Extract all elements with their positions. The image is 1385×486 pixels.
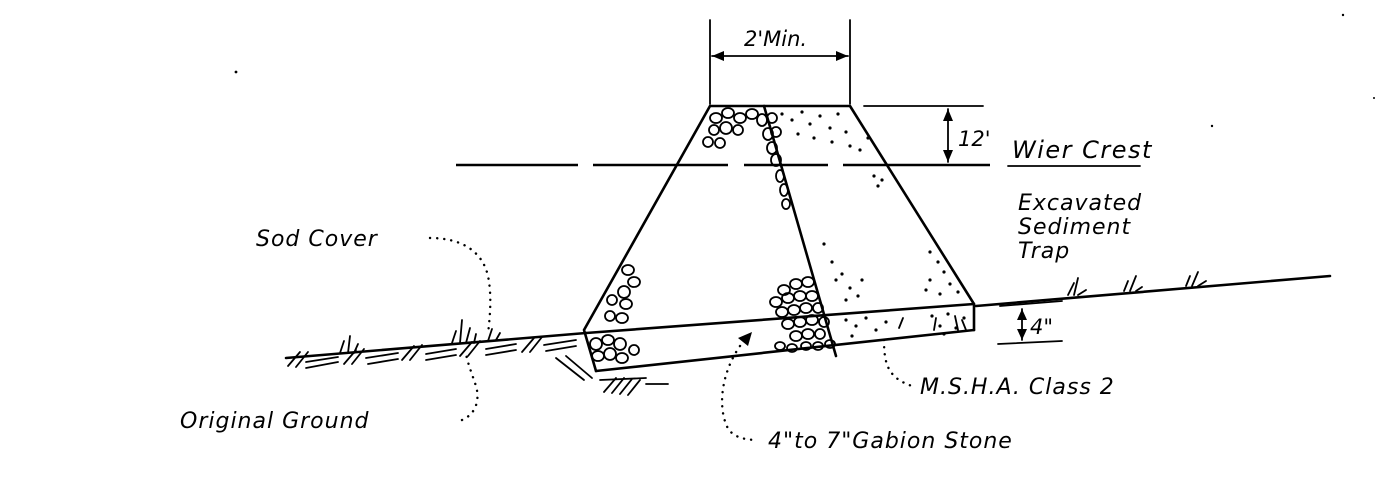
sod-cover-label: Sod Cover xyxy=(256,227,379,252)
msha-leader xyxy=(882,338,914,388)
gabion-stone-label: 4"to 7"Gabion Stone xyxy=(768,429,1013,454)
base-depth-label: 4" xyxy=(1030,315,1053,339)
speck xyxy=(1373,97,1375,99)
speck xyxy=(234,70,238,74)
crest-height-dimension: 12' xyxy=(863,105,991,163)
gabion-stone-leader xyxy=(720,344,760,442)
original-ground-label: Original Ground xyxy=(180,409,370,434)
msha-fill-marks xyxy=(898,315,967,331)
base-depth-dimension: 4" xyxy=(997,300,1063,345)
msha-label: M.S.H.A. Class 2 xyxy=(920,375,1115,400)
crest-height-label: 12' xyxy=(958,127,991,151)
trap-label-line-2: Sediment xyxy=(1018,215,1131,240)
weir-crest-label: Wier Crest xyxy=(1012,136,1153,164)
gabion-stone-fill xyxy=(589,107,836,364)
ground-surface xyxy=(284,271,1332,373)
msha-class-2-fill xyxy=(780,110,966,338)
speck xyxy=(1341,13,1345,17)
trap-label-line-1: Excavated xyxy=(1018,191,1142,216)
original-ground-hatching xyxy=(287,336,669,396)
gabion-stone-arrowhead xyxy=(738,332,752,346)
top-width-label: 2'Min. xyxy=(744,27,807,51)
original-ground-leader xyxy=(460,352,479,422)
speck xyxy=(1210,124,1214,128)
trap-label-line-3: Trap xyxy=(1018,239,1070,264)
weir-body xyxy=(582,104,976,373)
top-width-dimension: 2'Min. xyxy=(709,19,851,105)
sod-cover-leader xyxy=(428,236,492,336)
